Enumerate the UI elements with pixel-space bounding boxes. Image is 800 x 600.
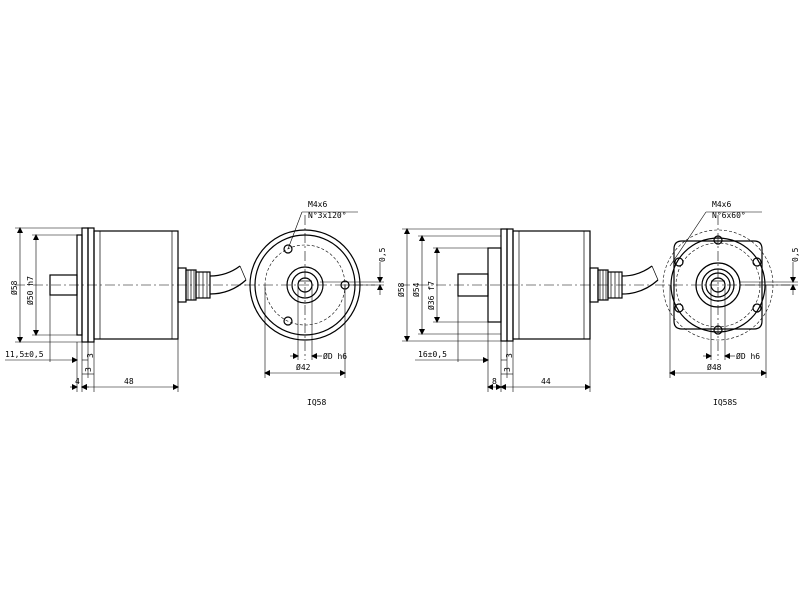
iq58-dim-flange-label: 3 (86, 353, 95, 358)
iq58-shaft-dia-label: ØD h6 (323, 351, 347, 361)
iq58s-side-view: Ø58 Ø54 Ø36 f7 16±0,5 3 3 8 44 (396, 228, 659, 392)
iq58-pattern-label: N°3x120° (308, 211, 347, 220)
iq58s-mount-hole (713, 325, 723, 335)
iq58s-dim-spigot-label: 8 (492, 377, 497, 386)
iq58-caption: IQ58 (307, 398, 326, 407)
iq58-dim-body-label: 48 (124, 377, 134, 386)
iq58-side-view: Ø58 Ø50 h7 11,5±0,5 3 3 4 48 (5, 227, 250, 392)
iq58s-mount-hole (713, 235, 723, 245)
iq58-mount-hole (283, 316, 293, 326)
iq58s-caption: IQ58S (713, 398, 737, 407)
iq58s-cable (621, 265, 653, 277)
iq58s-thread-label: M4x6 (712, 200, 731, 209)
iq58-front-view: M4x6 N°3x120° 0,5 ØD h6 Ø42 IQ58 (245, 200, 387, 407)
iq58s-dia-spigot-label: Ø36 f7 (426, 281, 436, 310)
iq58-dia-housing-label: Ø58 (9, 280, 19, 295)
iq58-mount-hole (283, 244, 293, 254)
iq58s-dim-body-label: 44 (541, 377, 551, 386)
iq58s-mount-hole (752, 257, 762, 267)
iq58s-mount-hole (674, 303, 684, 313)
iq58s-front-view: M4x6 N°6x60° 0,5 ØD h6 Ø48 IQ58S (655, 200, 800, 407)
iq58s-offset-label: 0,5 (791, 247, 800, 262)
iq58s-dia-flange-label: Ø54 (411, 282, 421, 297)
iq58s-dim-shaft-label: 16±0,5 (418, 350, 447, 359)
iq58s-dim-flange2-label: 3 (503, 367, 512, 372)
iq58-dia-spigot-label: Ø50 h7 (25, 276, 35, 305)
iq58s-mount-hole (674, 257, 684, 267)
iq58-offset-label: 0,5 (378, 247, 387, 262)
iq58-pitch-dia-label: Ø42 (296, 362, 311, 372)
iq58s-pattern-label: N°6x60° (712, 211, 746, 220)
iq58-thread-label: M4x6 (308, 200, 327, 209)
iq58s-pitch-dia-label: Ø48 (707, 362, 722, 372)
iq58s-dim-flange-label: 3 (505, 353, 514, 358)
iq58s-mount-hole (752, 303, 762, 313)
iq58-dim-shaft-label: 11,5±0,5 (5, 350, 44, 359)
iq58-dim-spigot-label: 4 (75, 377, 80, 386)
iq58s-square-flange (673, 240, 763, 330)
iq58s-shaft-dia-label: ØD h6 (736, 351, 760, 361)
iq58-cable (209, 265, 241, 277)
iq58s-dia-housing-label: Ø58 (396, 282, 406, 297)
iq58-dim-flange2-label: 3 (84, 367, 93, 372)
